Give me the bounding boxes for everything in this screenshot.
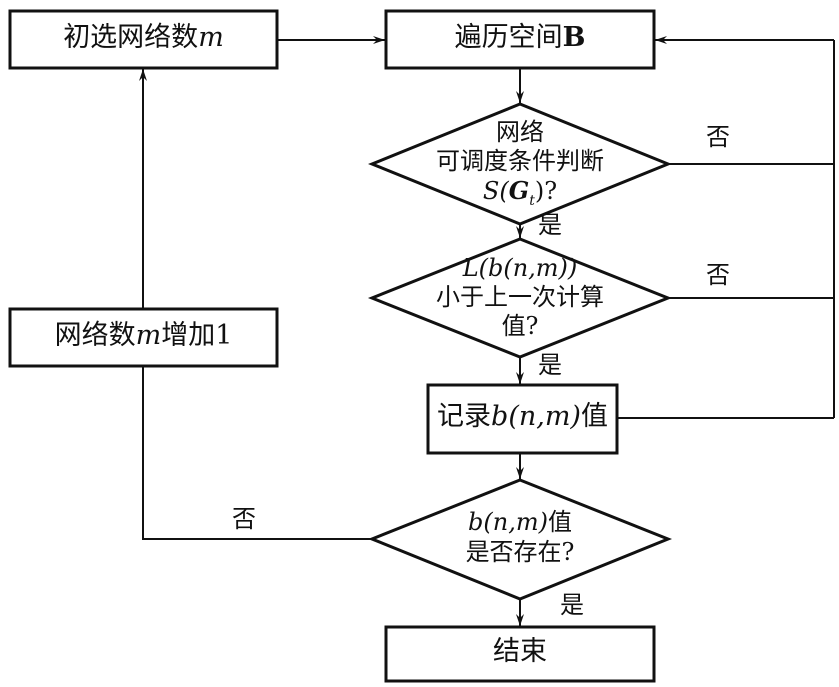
- edge-label-less-yes: 是: [538, 351, 562, 379]
- record-post: 值: [580, 401, 608, 432]
- sched-label: 网络 可调度条件判断 S(Gt)?: [372, 118, 668, 216]
- edge-label-exists-no: 否: [232, 505, 256, 533]
- init-label-var: m: [198, 22, 224, 53]
- end-label: 结束: [386, 636, 654, 667]
- exists-post: 值: [547, 508, 572, 536]
- sched-expr-post: )?: [534, 177, 558, 205]
- exists-label: b(n,m)值 是否存在?: [372, 507, 668, 567]
- sched-line2: 可调度条件判断: [436, 147, 604, 175]
- sched-line1: 网络: [496, 118, 544, 146]
- edge-label-sched-no: 否: [706, 123, 730, 151]
- increment-post: 增加1: [161, 320, 233, 351]
- traverse-label-var: B: [562, 22, 586, 53]
- record-label: 记录b(n,m)值: [428, 401, 617, 432]
- edge-label-exists-yes: 是: [560, 591, 584, 619]
- increment-label: 网络数m增加1: [10, 320, 277, 351]
- traverse-label: 遍历空间B: [386, 22, 654, 53]
- traverse-label-text: 遍历空间: [454, 22, 563, 53]
- increment-var: m: [135, 320, 162, 351]
- exists-line2: 是否存在?: [465, 538, 575, 566]
- end-box: [384, 625, 656, 683]
- edge-label-less-no: 否: [706, 261, 730, 289]
- less-line2: 小于上一次计算: [436, 283, 604, 311]
- record-pre: 记录: [437, 401, 492, 432]
- sched-expr-pre: S(: [482, 177, 509, 205]
- increment-pre: 网络数: [54, 320, 136, 351]
- init-label-text: 初选网络数: [63, 22, 199, 53]
- exists-expr: b(n,m): [468, 508, 548, 536]
- sched-line3: S(Gt)?: [372, 176, 668, 216]
- sched-expr-var: G: [508, 176, 530, 205]
- less-line3: 值?: [501, 312, 539, 340]
- record-expr: b(n,m): [491, 401, 581, 432]
- edge-exists-no: [142, 366, 372, 540]
- less-label: L(b(n,m)) 小于上一次计算 值?: [372, 254, 668, 341]
- end-text: 结束: [493, 636, 547, 667]
- edge-label-sched-yes: 是: [538, 211, 562, 239]
- sched-expr-sub: t: [529, 192, 535, 209]
- init-label: 初选网络数m: [10, 22, 277, 53]
- less-line1: L(b(n,m)): [462, 254, 578, 282]
